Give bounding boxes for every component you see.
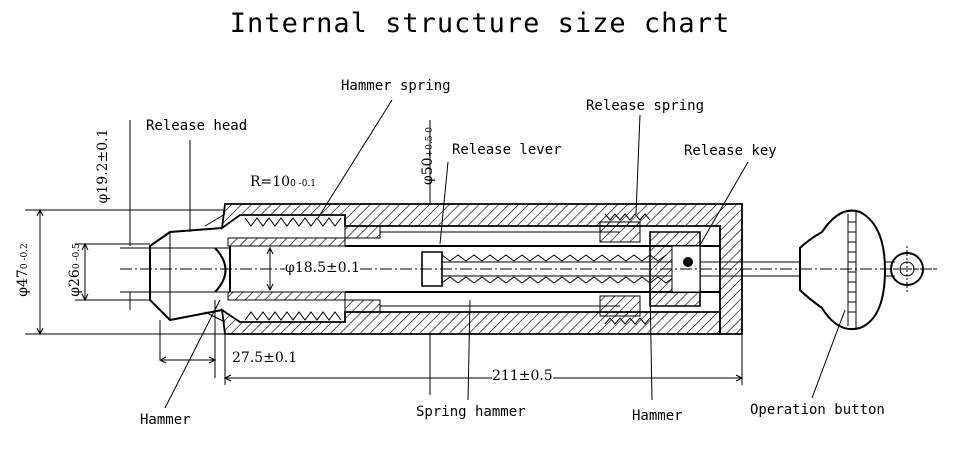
page-title: Internal structure size chart — [229, 8, 731, 39]
dim-radius: R=100 -0.1 — [250, 174, 317, 190]
dim-diameter-47: φ470 -0.2 — [15, 243, 31, 297]
spring-hammer-label: Spring hammer — [416, 404, 526, 420]
dim-diameter-50: φ50+0.5 0 — [420, 126, 436, 186]
release-lever-label: Release lever — [452, 142, 562, 158]
hammer-right-label: Hammer — [632, 408, 683, 424]
hammer-spring-label: Hammer spring — [341, 78, 451, 94]
dim-diameter-26: φ260 -0.5 — [67, 243, 83, 297]
dim-diameter-19: φ19.2±0.1 — [95, 128, 111, 204]
operation-button-label: Operation button — [750, 402, 885, 418]
hammer-spring — [244, 217, 342, 321]
spring-hammer-part — [421, 251, 790, 287]
hammer-part — [160, 237, 346, 301]
operation-button-part — [790, 209, 935, 330]
release-head-label: Release head — [146, 118, 248, 134]
release-spring-label: Release spring — [586, 98, 705, 114]
release-key-label: Release key — [684, 143, 777, 159]
hammer-left-label: Hammer — [140, 412, 191, 428]
leader-lines — [164, 99, 846, 409]
housing — [149, 203, 743, 335]
dim-length-27: 27.5±0.1 — [232, 350, 298, 366]
dim-length-211: 211±0.5 — [492, 368, 553, 384]
dim-diameter-18: φ18.5±0.1 — [285, 260, 360, 276]
dimension-lines — [25, 120, 744, 395]
